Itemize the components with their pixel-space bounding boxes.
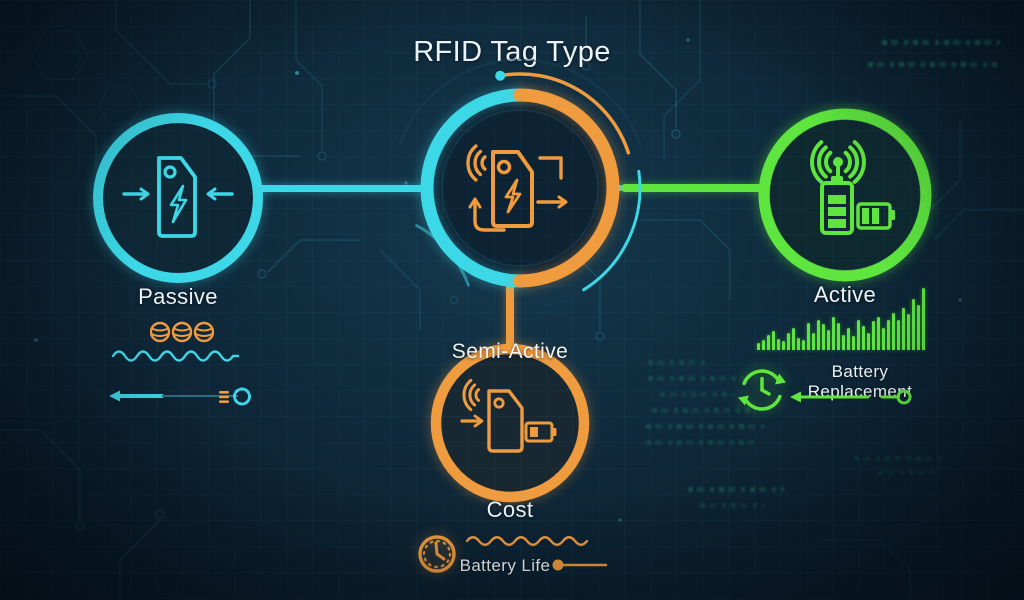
menu-bars-icon — [219, 391, 229, 403]
bar — [797, 338, 800, 350]
bar — [907, 314, 910, 350]
arc-end-dot — [495, 70, 506, 81]
node-inner-fill — [103, 123, 253, 273]
bar — [842, 335, 845, 350]
bar — [872, 321, 875, 350]
bar — [812, 333, 815, 350]
line-circle-icon — [896, 389, 912, 405]
cycle-clock-icon — [738, 369, 786, 411]
bar — [787, 333, 790, 350]
semi-active-label: Semi-Active — [451, 340, 569, 363]
cost-wave-line-icon — [465, 536, 589, 546]
bar — [777, 339, 780, 350]
wave-line-icon — [111, 350, 240, 362]
bar — [782, 341, 785, 350]
bar — [912, 299, 915, 350]
bar — [877, 317, 880, 350]
bar — [847, 328, 850, 350]
bar — [862, 326, 865, 350]
central-node — [398, 58, 642, 308]
bar — [882, 328, 885, 350]
dot-line-icon — [552, 559, 608, 571]
bar — [917, 305, 920, 350]
bar — [792, 328, 795, 350]
bar — [867, 333, 870, 350]
bar — [802, 340, 805, 350]
bar — [887, 320, 890, 350]
bar — [762, 340, 765, 350]
passive-label: Passive — [138, 284, 218, 309]
cost-label: Cost — [486, 497, 534, 522]
bar — [817, 320, 820, 350]
bar — [897, 320, 900, 350]
replacement-range-row — [790, 389, 912, 405]
bar — [892, 313, 895, 350]
bar — [837, 323, 840, 350]
active-node — [758, 108, 932, 282]
bar — [822, 324, 825, 350]
bar — [807, 323, 810, 350]
bar — [757, 343, 760, 350]
active-bar-chart — [757, 287, 929, 350]
bar — [857, 320, 860, 350]
bar — [922, 288, 925, 350]
bar — [767, 335, 770, 350]
node-inner-fill — [433, 101, 607, 275]
bar — [902, 308, 905, 350]
bar — [827, 330, 830, 350]
passive-node — [93, 113, 263, 283]
bar — [852, 336, 855, 350]
coins-icon — [150, 321, 214, 343]
range-and-settings-row — [109, 387, 251, 406]
bar — [832, 317, 835, 350]
bar — [772, 331, 775, 350]
